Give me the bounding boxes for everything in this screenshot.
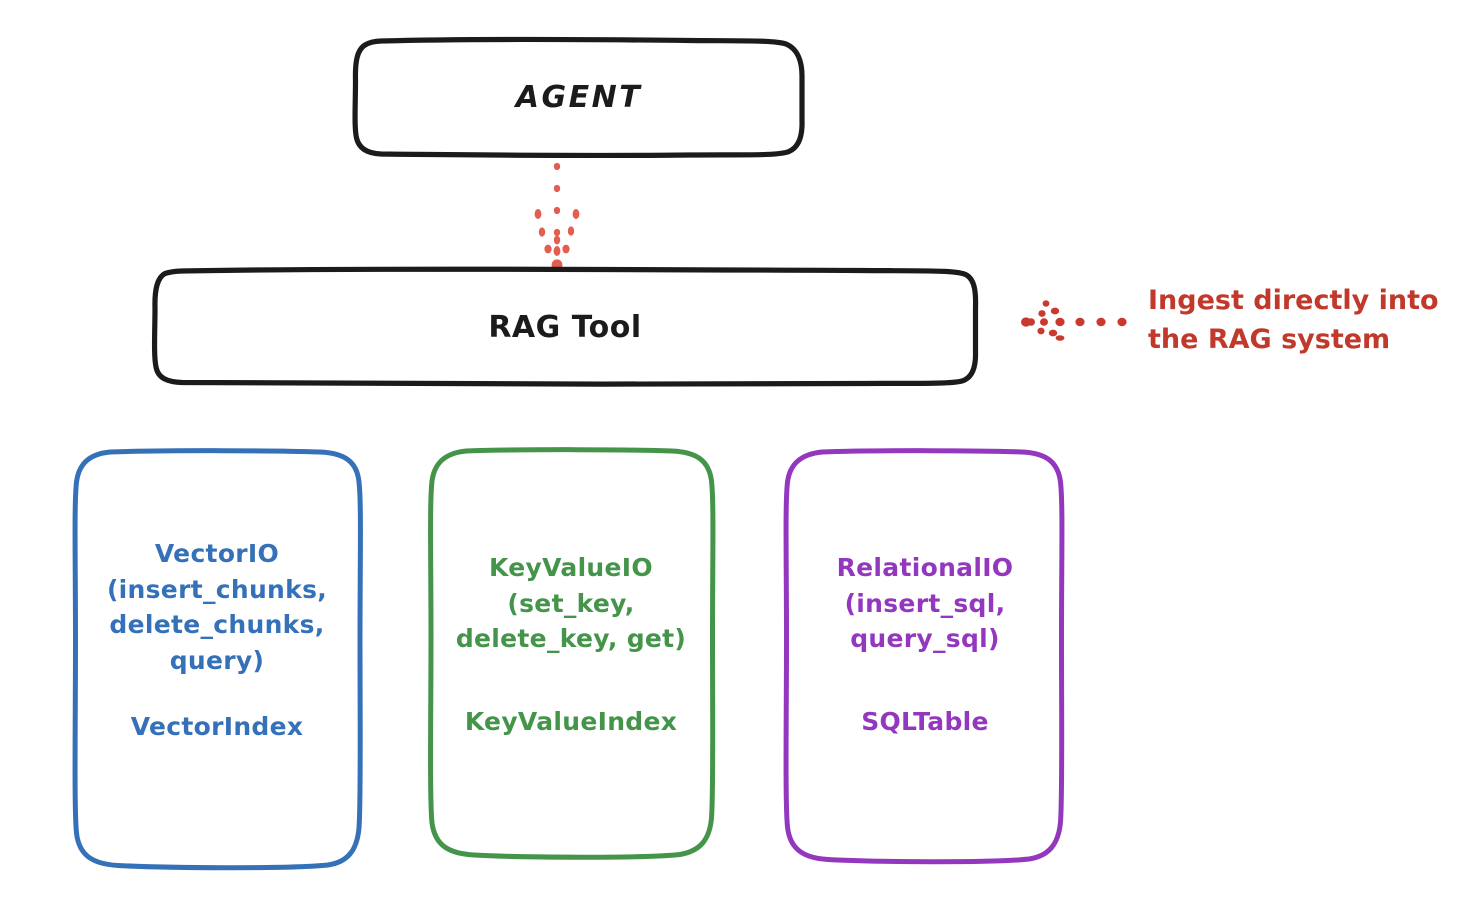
- node-relational-io[interactable]: [783, 448, 1065, 865]
- key-value-io-box-outline: [428, 447, 716, 860]
- node-key-value-io[interactable]: [428, 447, 716, 860]
- ingest-arrow-dot: [1040, 318, 1048, 326]
- ingest-arrow-dot: [1055, 317, 1065, 327]
- ingest-arrow-dot: [1075, 317, 1085, 327]
- connector-ingest-note: [1021, 300, 1127, 341]
- rag-tool-box-outline: [151, 266, 979, 387]
- ingest-arrow-dot: [1096, 317, 1106, 327]
- node-vector-io[interactable]: [72, 448, 363, 871]
- vector-io-box-outline: [72, 448, 363, 871]
- agent-rag-arrowhead-icon: [534, 209, 580, 271]
- connector-agent-to-rag-tool: [534, 162, 580, 271]
- node-agent[interactable]: [352, 36, 805, 159]
- relational-io-box-outline: [783, 448, 1065, 865]
- ingest-arrow-dot: [1117, 317, 1127, 327]
- ingest-arrowhead-icon: [1021, 300, 1065, 341]
- node-rag-tool[interactable]: [151, 266, 979, 387]
- agent-box-outline: [352, 36, 805, 159]
